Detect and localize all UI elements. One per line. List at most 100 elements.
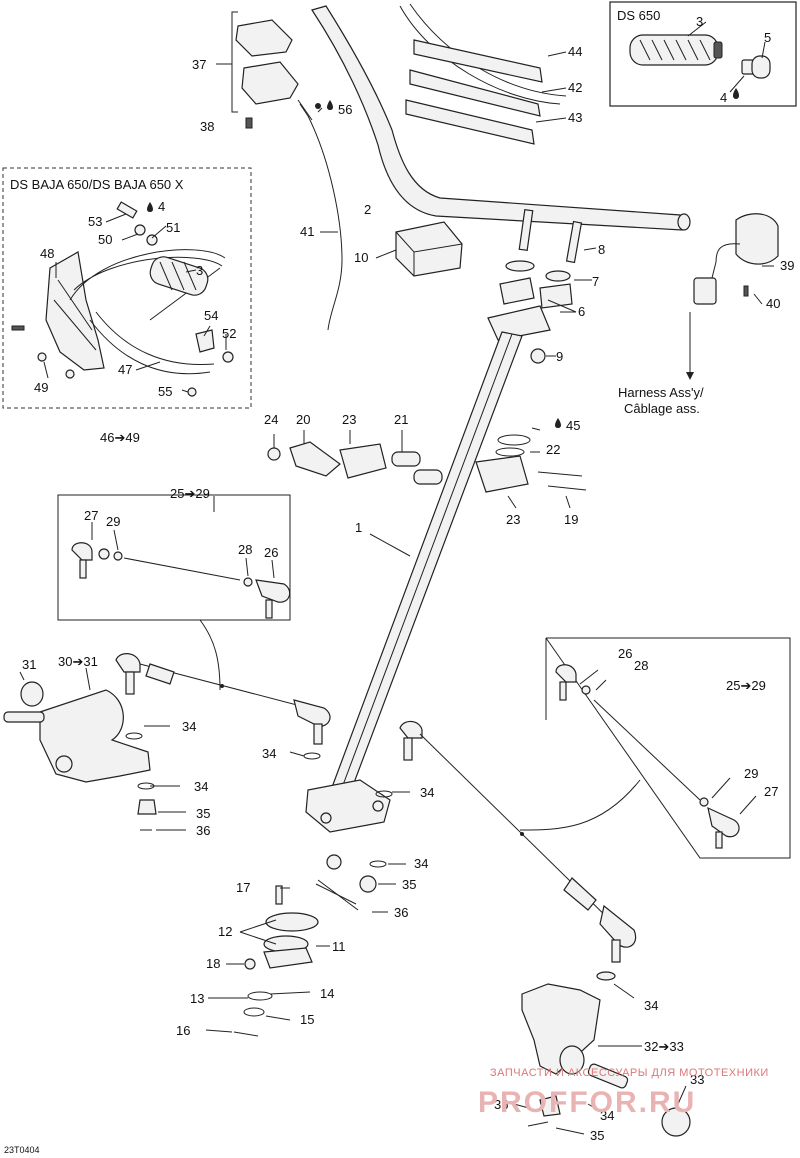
callout: 14: [320, 986, 334, 1001]
callout: 55: [158, 384, 172, 399]
callout: 15: [300, 1012, 314, 1027]
callout: 35: [196, 806, 210, 821]
callout: 31: [22, 657, 36, 672]
callout: 48: [40, 246, 54, 261]
callout: 35: [590, 1128, 604, 1143]
callout: 25➔29: [726, 678, 766, 693]
throttle-cable: [297, 99, 343, 331]
callout: 45: [566, 418, 580, 433]
callout-labels: 1 2 3 3 4 4 5 6 7 8 9 10 11 12 13 14 15 …: [22, 14, 794, 1143]
callout: 24: [264, 412, 278, 427]
cotter-pins: [315, 883, 357, 905]
harness-label-fr: Câblage ass.: [624, 401, 700, 416]
callout: 23: [506, 512, 520, 527]
callout: 51: [166, 220, 180, 235]
callout: 2: [364, 202, 371, 217]
callout: 22: [546, 442, 560, 457]
callout: 34: [262, 746, 276, 761]
handlebar-pads: [405, 39, 567, 145]
callout: 19: [564, 512, 578, 527]
callout: 8: [598, 242, 605, 257]
callout: 9: [556, 349, 563, 364]
callout: 13: [190, 991, 204, 1006]
callout: 34: [414, 856, 428, 871]
lubricant-drop-icons: [147, 88, 739, 428]
drawing-code: 23T0404: [4, 1145, 40, 1155]
callout: 28: [634, 658, 648, 673]
callout: 32➔33: [644, 1039, 684, 1054]
tie-rod-right-box: [519, 637, 791, 859]
callout: 34: [420, 785, 434, 800]
knuckle-left: [3, 667, 321, 831]
column-bearing: [205, 879, 388, 1037]
callout: 40: [766, 296, 780, 311]
callout: 36: [196, 823, 210, 838]
callout: 49: [34, 380, 48, 395]
callout: 16: [176, 1023, 190, 1038]
watermark: ЗАПЧАСТИ И АКСЕССУАРЫ ДЛЯ МОТОТЕХНИКИ PR…: [478, 1067, 769, 1119]
callout: 1: [355, 520, 362, 535]
callout: 27: [84, 508, 98, 523]
tie-rod-left-detail: [71, 522, 291, 619]
callout: 4: [720, 90, 727, 105]
callout: 35: [402, 877, 416, 892]
steering-column: [321, 331, 523, 821]
callout: 3: [696, 14, 703, 29]
watermark-line1: ЗАПЧАСТИ И АКСЕССУАРЫ ДЛЯ МОТОТЕХНИКИ: [490, 1067, 769, 1079]
callout: 53: [88, 214, 102, 229]
harness-label: Harness Ass'y/ Câblage ass.: [618, 385, 704, 416]
harness-switch: [686, 213, 779, 380]
callout: 11: [332, 939, 346, 954]
callout: 34: [644, 998, 658, 1013]
callout: 41: [300, 224, 314, 239]
handlebar: [311, 3, 691, 231]
drop-icon: [733, 88, 739, 98]
callout: 38: [200, 119, 214, 134]
ds650-title: DS 650: [617, 8, 660, 23]
callout: 46➔49: [100, 430, 140, 445]
callout: 20: [296, 412, 310, 427]
callout: 30➔31: [58, 654, 98, 669]
tie-rod-right-main: [399, 720, 637, 963]
callout: 44: [568, 44, 582, 59]
drop-icon: [555, 418, 561, 428]
callout: 12: [218, 924, 232, 939]
callout: 23: [342, 412, 356, 427]
callout: 34: [182, 719, 196, 734]
callout: 4: [158, 199, 165, 214]
callout: 42: [568, 80, 582, 95]
callout: 26: [618, 646, 632, 661]
drop-icon: [147, 202, 153, 212]
callout: 52: [222, 326, 236, 341]
callout: 6: [578, 304, 585, 319]
callout: 21: [394, 412, 408, 427]
riser-clamps: [487, 208, 597, 364]
callout: 10: [354, 250, 368, 265]
bar-pad-block: [375, 221, 463, 277]
callout: 54: [204, 308, 218, 323]
callout: 7: [592, 274, 599, 289]
callout: 50: [98, 232, 112, 247]
callout: 3: [196, 263, 203, 278]
callout: 47: [118, 362, 132, 377]
watermark-line2: PROFFOR.RU: [478, 1086, 696, 1119]
knuckle-right: [513, 971, 691, 1137]
baja-title: DS BAJA 650/DS BAJA 650 X: [10, 177, 184, 192]
callout: 34: [194, 779, 208, 794]
callout: 26: [264, 545, 278, 560]
baja-inset: DS BAJA 650/DS BAJA 650 X: [2, 167, 252, 409]
callout: 36: [394, 905, 408, 920]
column-support: [267, 427, 587, 509]
steering-arm: [305, 779, 410, 893]
callout: 37: [192, 57, 206, 72]
callout: 27: [764, 784, 778, 799]
switch-housing: [216, 11, 299, 129]
tie-rod-right-detail: [555, 664, 757, 849]
callout: 29: [106, 514, 120, 529]
callout: 43: [568, 110, 582, 125]
callout: 28: [238, 542, 252, 557]
callout: 5: [764, 30, 771, 45]
callout: 25➔29: [170, 486, 210, 501]
callout: 56: [338, 102, 352, 117]
